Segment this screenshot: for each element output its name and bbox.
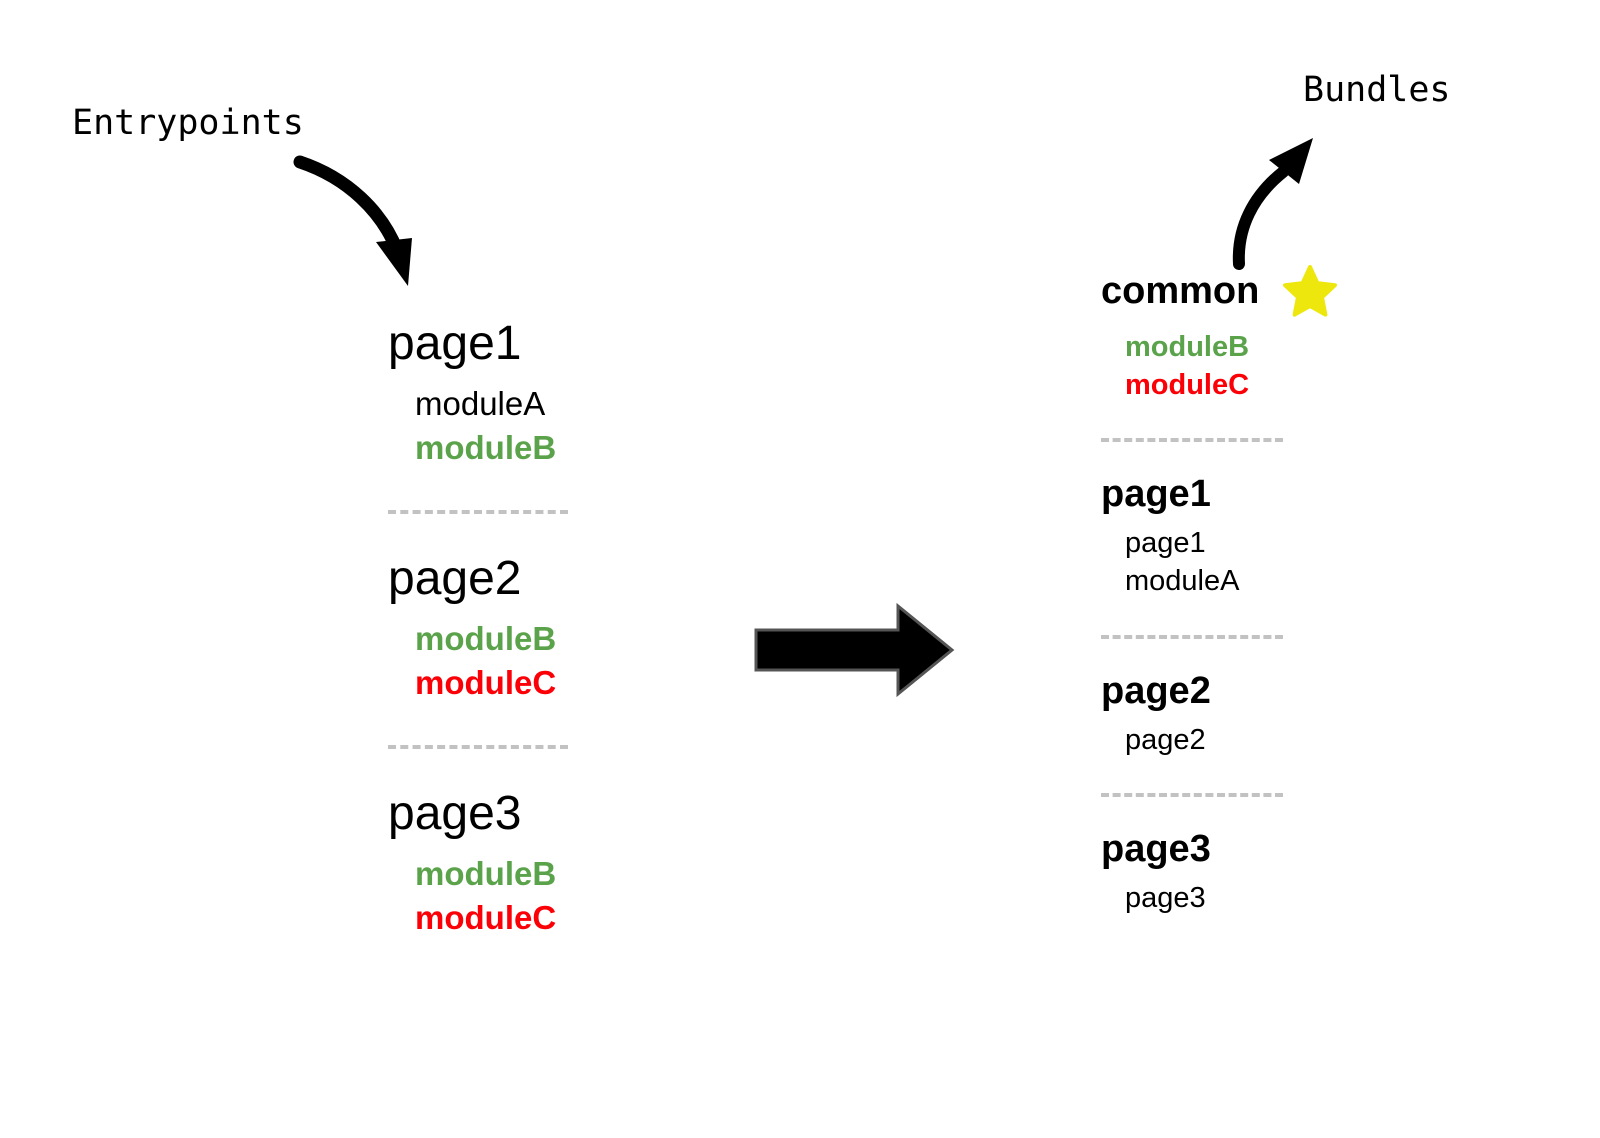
curved-arrow-up-right-icon xyxy=(1232,138,1313,270)
bundles-column: common moduleB moduleC page1 xyxy=(1101,265,1401,918)
module-item: page3 xyxy=(1125,882,1206,915)
entrypoint-title-page3: page3 xyxy=(388,787,522,841)
module-item: moduleC xyxy=(415,663,557,701)
module-item: page2 xyxy=(1125,723,1206,756)
entrypoint-title-page1: page1 xyxy=(388,317,522,370)
module-item: moduleA xyxy=(415,385,546,422)
module-item: moduleB xyxy=(1125,331,1250,363)
module-item: moduleC xyxy=(415,898,557,936)
bundle-separator xyxy=(1101,438,1283,443)
bundle-modules-page2: page2 xyxy=(1101,722,1401,760)
bundle-title-page3: page3 xyxy=(1101,828,1211,871)
entrypoints-column: page1 moduleA moduleB page2 moduleB modu… xyxy=(388,320,648,939)
bundle-group-common: common moduleB moduleC xyxy=(1101,265,1401,404)
entrypoint-group-page2: page2 moduleB moduleC xyxy=(388,555,648,704)
bundle-modules-page3: page3 xyxy=(1101,880,1401,918)
curved-arrow-down-right-icon xyxy=(293,155,412,286)
bundle-title-row-page3: page3 xyxy=(1101,830,1401,868)
bundle-group-page3: page3 page3 xyxy=(1101,830,1401,918)
entrypoint-modules-page3: moduleB moduleC xyxy=(388,852,648,939)
entrypoint-group-page1: page1 moduleA moduleB xyxy=(388,320,648,469)
entrypoint-title-page2: page2 xyxy=(388,552,522,606)
bundle-title-page2: page2 xyxy=(1101,669,1211,712)
entrypoint-separator xyxy=(388,745,568,750)
entrypoint-separator xyxy=(388,510,568,515)
module-item: moduleA xyxy=(1125,565,1240,598)
entrypoints-label: Entrypoints xyxy=(72,103,304,143)
module-item: moduleB xyxy=(415,428,557,466)
bundle-group-page1: page1 page1 moduleA xyxy=(1101,475,1401,600)
bundle-title-row-page1: page1 xyxy=(1101,475,1401,513)
bundle-group-page2: page2 page2 xyxy=(1101,672,1401,760)
module-item: page1 xyxy=(1125,527,1206,560)
bundle-separator xyxy=(1101,634,1283,639)
bundle-title-row-common: common xyxy=(1101,265,1401,317)
bundle-title-common: common xyxy=(1101,270,1260,312)
module-item: moduleB xyxy=(415,620,557,658)
bundles-label: Bundles xyxy=(1303,70,1451,110)
module-item: moduleB xyxy=(415,855,557,893)
bundle-title-page1: page1 xyxy=(1101,473,1211,516)
entrypoint-modules-page1: moduleA moduleB xyxy=(388,382,648,469)
entrypoint-group-page3: page3 moduleB moduleC xyxy=(388,790,648,939)
module-item: moduleC xyxy=(1125,368,1250,401)
thick-right-arrow-icon xyxy=(754,602,955,698)
bundle-modules-common: moduleB moduleC xyxy=(1101,329,1401,404)
star-icon xyxy=(1283,265,1338,317)
bundle-title-row-page2: page2 xyxy=(1101,672,1401,710)
entrypoint-modules-page2: moduleB moduleC xyxy=(388,617,648,704)
bundle-modules-page1: page1 moduleA xyxy=(1101,525,1401,600)
bundle-separator xyxy=(1101,793,1283,798)
